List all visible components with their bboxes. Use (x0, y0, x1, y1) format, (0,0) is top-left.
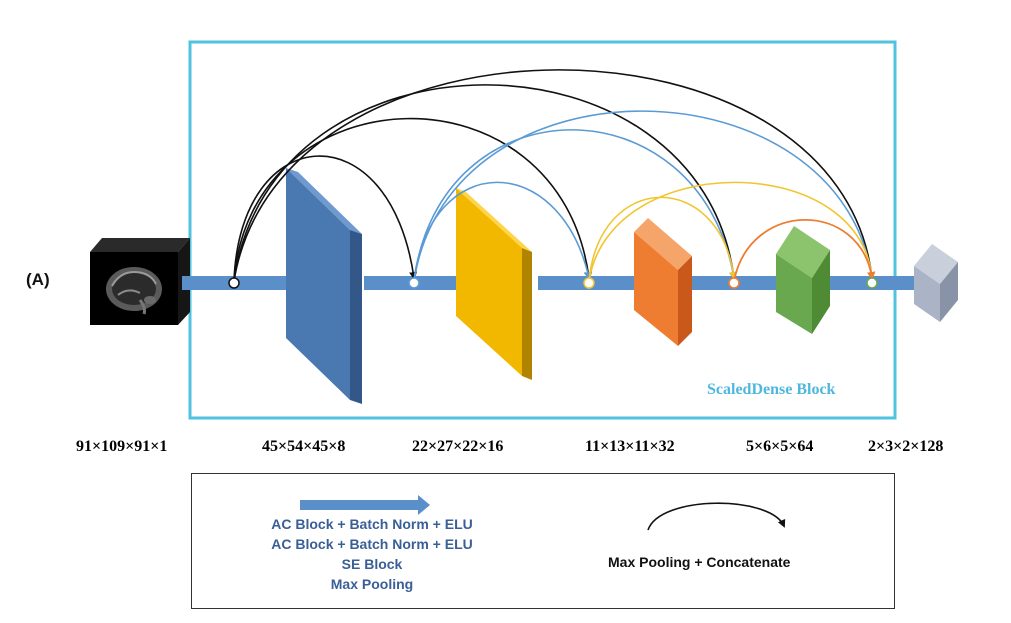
concat-node-3 (583, 277, 595, 289)
layer-block-2 (456, 188, 532, 380)
forward-arrow (182, 270, 304, 296)
input-dimension-label: 91×109×91×1 (76, 438, 168, 455)
legend-arrow-description: AC Block + Batch Norm + ELU AC Block + B… (242, 514, 502, 594)
block-title: ScaledDense Block (707, 381, 836, 398)
legend-arrow-icon (300, 495, 430, 515)
legend-line: SE Block (341, 556, 403, 572)
output-block (914, 244, 958, 322)
layer-block-1 (286, 168, 362, 404)
concat-node-4 (728, 277, 740, 289)
layer4-dimension-label: 5×6×5×64 (746, 438, 814, 455)
layer3-dimension-label: 11×13×11×32 (585, 438, 675, 455)
layer-block-3 (634, 218, 692, 346)
legend-curve-arrow-icon (647, 502, 786, 531)
concat-node-1 (228, 277, 240, 289)
layer-block-4 (776, 226, 830, 334)
layer1-dimension-label: 45×54×45×8 (262, 438, 346, 455)
skip-connections-black (233, 69, 876, 282)
legend-box: AC Block + Batch Norm + ELU AC Block + B… (191, 473, 895, 609)
concat-node-2 (408, 277, 420, 289)
skip-connections-yellow (588, 181, 876, 282)
skip-connections-orange (733, 219, 876, 282)
scaleddense-block-frame (188, 40, 897, 420)
panel-label: (A) (26, 270, 50, 289)
legend-curve-description: Max Pooling + Concatenate (608, 554, 791, 570)
brain-mri-sagittal-slice-icon (90, 238, 190, 325)
layer2-dimension-label: 22×27×22×16 (412, 438, 504, 455)
legend-line: AC Block + Batch Norm + ELU (271, 516, 473, 532)
legend-line: AC Block + Batch Norm + ELU (271, 536, 473, 552)
output-dimension-label: 2×3×2×128 (868, 438, 944, 455)
concat-node-5 (866, 277, 878, 289)
legend-line: Max Pooling (330, 576, 414, 592)
skip-connections-blue (413, 110, 876, 282)
